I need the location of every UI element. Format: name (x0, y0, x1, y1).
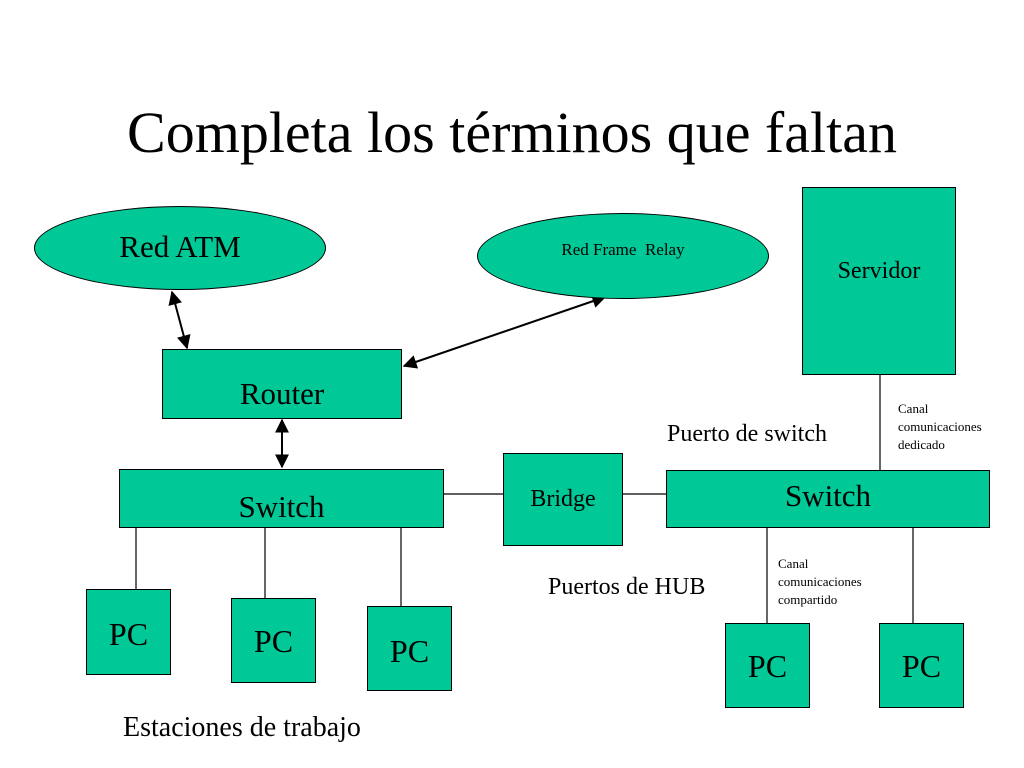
canal-compartido-line: compartido (778, 592, 838, 607)
canal-dedicado-line: Canal (898, 401, 929, 416)
bridge-node: Bridge (503, 453, 623, 546)
pc-node: PC (367, 606, 452, 691)
pc-node: PC (725, 623, 810, 708)
pc-node: PC (879, 623, 964, 708)
router-label: Router (239, 376, 325, 411)
bridge-label: Bridge (530, 486, 596, 512)
pc-label: PC (901, 648, 942, 684)
puerto-switch-label: Puerto de switch (667, 421, 827, 447)
switch-right-label: Switch (784, 478, 872, 513)
canal-dedicado-line: dedicado (898, 437, 945, 452)
pc-label: PC (253, 623, 294, 659)
canal-compartido-label: Canal comunicaciones compartido (778, 555, 862, 609)
red-frame-relay-label: Red Frame Relay (561, 240, 685, 259)
router-node: Router (162, 349, 402, 419)
red-frame-relay-node: Red Frame Relay (477, 213, 769, 299)
puertos-hub-label: Puertos de HUB (548, 574, 706, 600)
red-atm-label: Red ATM (119, 229, 241, 264)
servidor-node: Servidor (802, 187, 956, 375)
pc-node: PC (231, 598, 316, 683)
switch-right-node: Switch (666, 470, 990, 528)
estaciones-label: Estaciones de trabajo (123, 712, 361, 743)
pc-label: PC (747, 648, 788, 684)
frame-relay-router-link (402, 294, 607, 369)
switch-left-node: Switch (119, 469, 444, 528)
canal-dedicado-line: comunicaciones (898, 419, 982, 434)
pc-label: PC (389, 633, 430, 669)
canal-dedicado-label: Canal comunicaciones dedicado (898, 400, 982, 454)
pc-node: PC (86, 589, 171, 675)
canal-compartido-line: Canal (778, 556, 809, 571)
pc-label: PC (108, 616, 149, 652)
servidor-label: Servidor (837, 258, 921, 284)
red-atm-node: Red ATM (34, 206, 326, 290)
slide-title: Completa los términos que faltan (127, 100, 897, 165)
atm-router-link (168, 290, 191, 350)
canal-compartido-line: comunicaciones (778, 574, 862, 589)
switch-left-label: Switch (238, 488, 325, 524)
